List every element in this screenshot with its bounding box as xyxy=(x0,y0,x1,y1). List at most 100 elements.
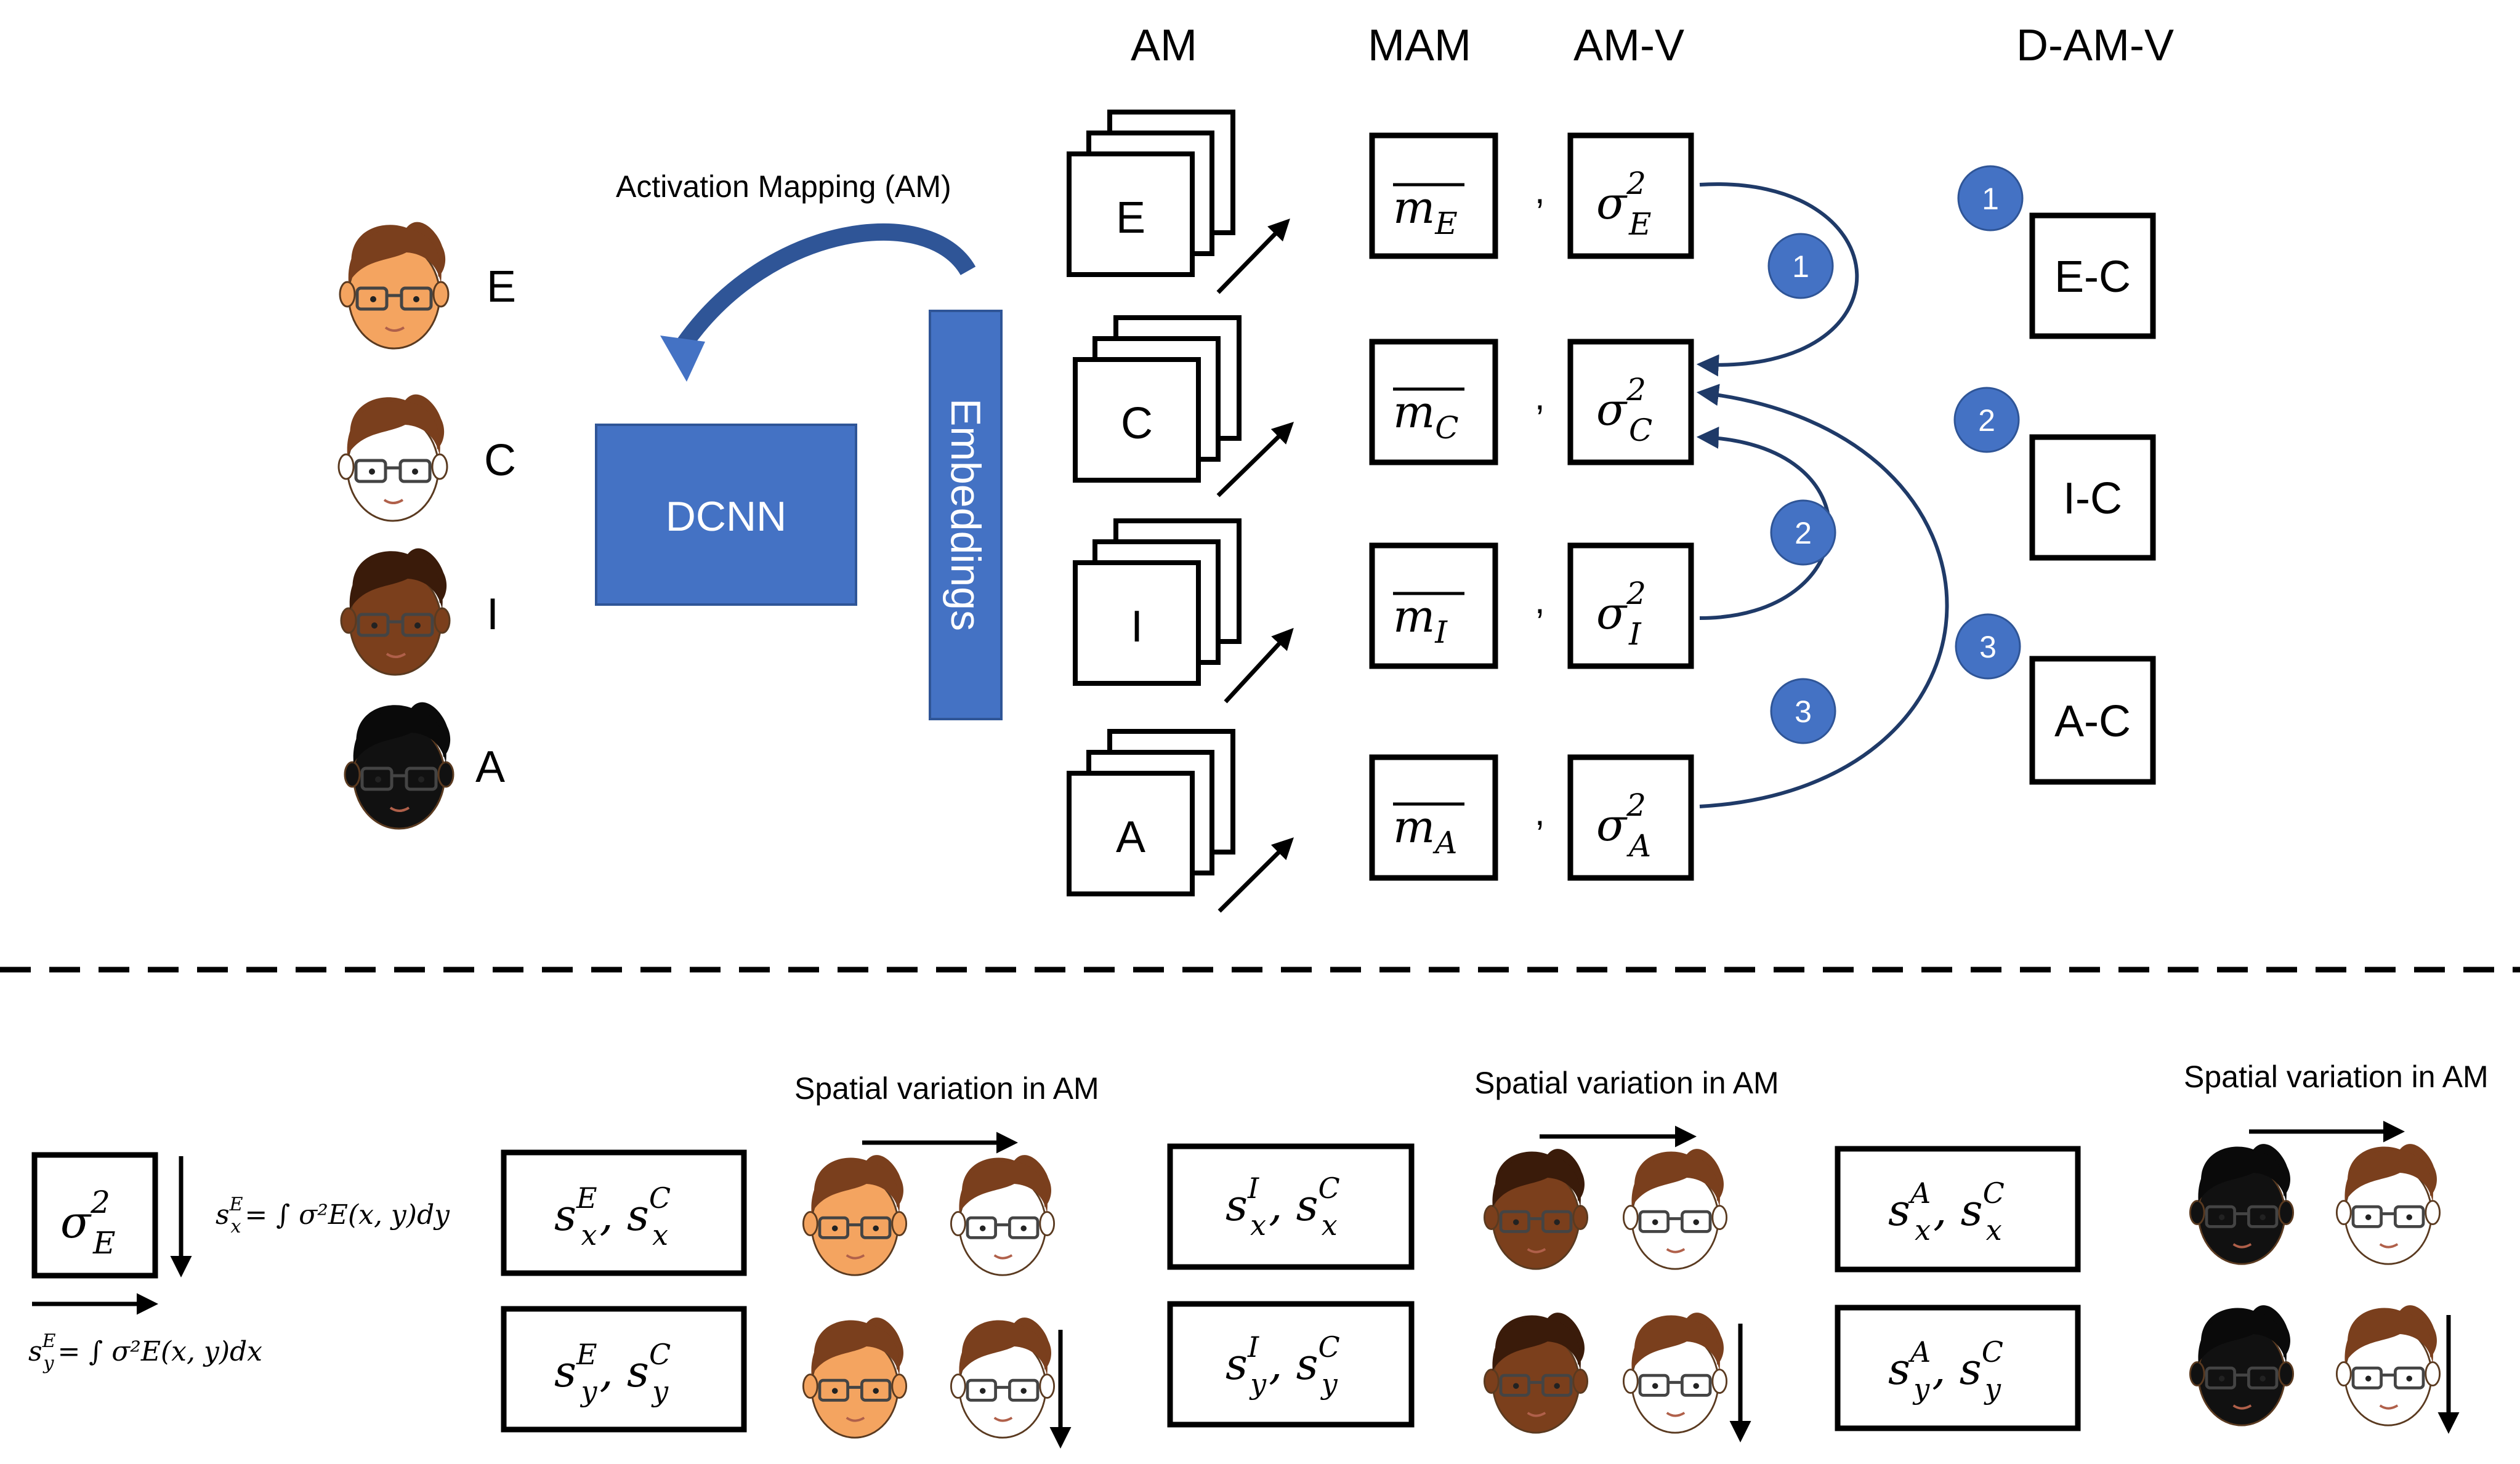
pair1-spatial-label: Spatial variation in AM xyxy=(794,1071,1099,1106)
face-i-icon xyxy=(340,548,451,676)
formula-y-s: s xyxy=(28,1336,42,1367)
svg-text:sEy, sCy: sEy, sCy xyxy=(554,1338,671,1408)
face-e: E xyxy=(339,222,516,350)
amv-e-sub: E xyxy=(1628,206,1652,242)
face-i-label: I xyxy=(487,590,499,639)
pair2-face-c-top xyxy=(1622,1149,1728,1270)
pair1-face-c-top xyxy=(950,1155,1056,1276)
pair2-bot-sub1: y xyxy=(1249,1367,1267,1401)
mam-i-sub: I xyxy=(1434,614,1448,650)
am-stack-e-label: E xyxy=(1116,193,1145,243)
mam-a-sub: A xyxy=(1432,825,1457,861)
formula-x-s: s xyxy=(216,1199,230,1231)
svg-text:mC: mC xyxy=(1393,386,1459,446)
pair1-bot-sup2: C xyxy=(649,1338,671,1371)
sigma-def-sup: 2 xyxy=(90,1184,110,1220)
am-stack-i: I xyxy=(1073,518,1294,704)
pair2-top-sub1: x xyxy=(1250,1209,1266,1242)
face-a-icon xyxy=(344,702,454,830)
svg-text:sIy, sCy: sIy, sCy xyxy=(1226,1330,1340,1401)
pair3-spatial-label: Spatial variation in AM xyxy=(2184,1060,2489,1094)
pair3-face-c-top xyxy=(2335,1144,2441,1265)
pair3-face-c-bottom xyxy=(2335,1305,2441,1426)
amv-e-base: σ xyxy=(1596,177,1628,229)
pair1-bot-sub2: y xyxy=(651,1375,669,1408)
separator-i: , xyxy=(1535,580,1545,621)
pair3-bot-sub1: y xyxy=(1912,1372,1930,1406)
dcnn-label: DCNN xyxy=(666,493,786,540)
face-i: I xyxy=(340,548,499,676)
pair2-face-c-bottom xyxy=(1622,1313,1728,1434)
curve-badge-3: 3 xyxy=(1770,678,1836,744)
header-amv: AM-V xyxy=(1573,21,1684,70)
embeddings-block: Embeddings xyxy=(929,310,1003,720)
damv-i-c: 2 I-C xyxy=(1953,387,2156,561)
pair1-face-e-top xyxy=(802,1155,908,1276)
face-e-label: E xyxy=(487,262,516,312)
mam-c-base: m xyxy=(1393,386,1435,438)
pair1-top-sup1: E xyxy=(576,1181,597,1215)
svg-text:sEy= ∫ σ²E(x, y)dx: sEy= ∫ σ²E(x, y)dx xyxy=(28,1330,262,1374)
formula-y-sup: E xyxy=(42,1330,56,1352)
pair2-top-sup1: I xyxy=(1247,1172,1259,1205)
mam-a: mA xyxy=(1369,754,1498,881)
svg-text:sAy, sCy: sAy, sCy xyxy=(1888,1335,2003,1406)
face-c-label: C xyxy=(484,436,516,485)
am-stack-c: C xyxy=(1073,315,1294,497)
face-e-icon xyxy=(339,222,450,350)
pair2-top-sup2: C xyxy=(1319,1172,1340,1205)
activation-mapping-arrowhead xyxy=(660,336,705,382)
pair2-face-i-top xyxy=(1483,1149,1589,1270)
separator-c: , xyxy=(1535,376,1545,417)
am-stack-a-label: A xyxy=(1116,813,1145,862)
dcnn-block: DCNN xyxy=(595,424,857,606)
pair3-top-sub2: x xyxy=(1986,1213,2002,1247)
damv-e-c-badge: 1 xyxy=(1982,182,1999,216)
damv-a-c-label: A-C xyxy=(2054,697,2131,746)
mam-e: mE xyxy=(1369,132,1498,259)
mam-e-sub: E xyxy=(1434,206,1458,241)
pair2-bot-sup2: C xyxy=(1319,1330,1340,1364)
svg-text:sEx= ∫ σ²E(x, y)dy: sEx= ∫ σ²E(x, y)dy xyxy=(216,1194,450,1237)
pair3-bot-sup2: C xyxy=(1982,1335,2003,1369)
compare-curve-e-c xyxy=(1696,182,1859,377)
am-stack-a: A xyxy=(1067,729,1294,913)
pair1-top-sub1: x xyxy=(581,1218,597,1252)
formula-y-sub: y xyxy=(42,1353,55,1374)
amv-i-base: σ xyxy=(1596,587,1628,639)
pair3-top-sup2: C xyxy=(1983,1176,2005,1210)
header-damv: D-AM-V xyxy=(2016,21,2174,70)
pair3-bot-sub2: y xyxy=(1984,1372,2001,1406)
damv-i-c-badge: 2 xyxy=(1978,403,1995,438)
separator-e: , xyxy=(1535,170,1545,211)
mam-i-base: m xyxy=(1393,590,1435,642)
svg-text:σ2E: σ2E xyxy=(1596,166,1651,242)
pair1-bot-sub1: y xyxy=(580,1375,598,1408)
pair2-bot-sup1: I xyxy=(1247,1330,1259,1364)
mam-a-base: m xyxy=(1393,801,1435,853)
activation-mapping-arrow xyxy=(676,223,976,350)
mam-c-sub: C xyxy=(1435,410,1458,446)
svg-text:σ2C: σ2C xyxy=(1596,372,1652,448)
am-stack-c-label: C xyxy=(1121,399,1153,448)
amv-c-sup: 2 xyxy=(1626,372,1646,408)
pair3-top-sup1: A xyxy=(1908,1176,1931,1210)
face-c-icon xyxy=(337,394,448,522)
svg-text:σ2I: σ2I xyxy=(1596,576,1646,652)
mam-c: mC xyxy=(1369,339,1498,465)
amv-a-sub: A xyxy=(1626,828,1651,864)
curve-badge-2-text: 2 xyxy=(1795,516,1812,550)
amv-a-sup: 2 xyxy=(1626,787,1646,823)
face-a: A xyxy=(344,702,505,830)
pair2-spatial-label: Spatial variation in AM xyxy=(1474,1066,1779,1100)
activation-mapping-label: Activation Mapping (AM) xyxy=(616,169,951,204)
svg-text:mE: mE xyxy=(1393,182,1458,241)
am-stack-e: E xyxy=(1067,110,1290,294)
header-am: AM xyxy=(1131,21,1197,70)
am-stack-i-label: I xyxy=(1131,602,1143,651)
